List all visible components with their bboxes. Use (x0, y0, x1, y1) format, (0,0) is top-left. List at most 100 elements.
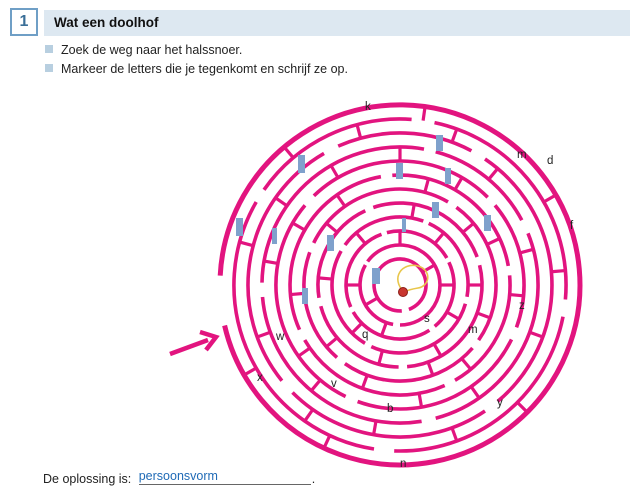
arrow-head (199, 329, 220, 352)
maze-letter: b (387, 403, 393, 415)
maze-radial-wall (426, 361, 435, 376)
maze-radial-wall (329, 164, 340, 179)
maze-letter: f (570, 220, 574, 232)
maze-letter: y (497, 397, 503, 409)
maze-radial-wall (360, 374, 369, 389)
maze-letter: q (362, 329, 368, 341)
maze-letter: z (519, 300, 525, 312)
maze-radial-wall (450, 427, 459, 442)
maze-radial-wall (542, 193, 557, 204)
answer-label: De oplossing is: (43, 472, 132, 486)
answer-value: persoonsvorm (138, 469, 218, 483)
maze-ring-wall (394, 316, 565, 453)
dead-end-marker (396, 163, 403, 179)
maze-ring-wall (260, 296, 422, 425)
maze-radial-wall (432, 343, 443, 357)
maze-radial-wall (325, 336, 339, 348)
exercise-header: 1 Wat een doolhof (10, 8, 630, 38)
maze-radial-wall (291, 221, 306, 232)
necklace-icon (397, 264, 429, 297)
maze-radial-wall (364, 296, 379, 307)
maze-ring-wall (434, 120, 568, 300)
maze-ring-wall (291, 391, 487, 439)
maze-radial-wall (243, 366, 258, 377)
maze-ring-wall (435, 149, 524, 222)
maze-ring-wall (358, 264, 394, 327)
maze-ring-wall (232, 201, 375, 451)
maze-radial-wall (453, 176, 464, 191)
maze-radial-wall (372, 420, 378, 435)
maze-ring-wall (392, 173, 511, 267)
maze-ring-wall (435, 232, 540, 421)
maze-ring-wall (343, 215, 424, 247)
maze-ring-wall (372, 257, 428, 313)
arrow-shaft (169, 337, 209, 357)
maze-radial-wall (421, 263, 436, 274)
maze-radial-wall (410, 203, 416, 219)
maze-letter: w (275, 331, 285, 343)
maze-radial-wall (486, 237, 501, 246)
answer-end: . (311, 472, 316, 486)
maze-radial-wall (445, 310, 460, 321)
answer-field[interactable]: persoonsvorm (138, 469, 311, 485)
maze-radial-wall (476, 311, 491, 320)
maze-radial-wall (529, 330, 544, 339)
maze-radial-wall (380, 322, 388, 337)
maze-radial-wall (318, 276, 333, 281)
dead-end-marker (327, 235, 334, 251)
necklace-pendant (398, 287, 408, 297)
maze-ring-wall (262, 117, 412, 191)
maze-ring-wall (386, 229, 449, 259)
maze-ring-wall (319, 305, 399, 369)
dead-end-marker (298, 155, 305, 173)
maze-letter: v (331, 378, 337, 390)
maze-ring-wall (433, 261, 456, 328)
dead-end-marker (436, 135, 443, 151)
dead-end-marker (236, 218, 243, 236)
maze-radial-wall (516, 401, 529, 414)
maze-letter: x (257, 372, 263, 384)
maze-radial-wall (303, 408, 315, 422)
dead-end-marker (445, 168, 451, 184)
necklace-chain (397, 264, 429, 293)
dead-end-marker (302, 288, 308, 304)
dead-end-marker (432, 202, 439, 218)
dead-end-marker (272, 228, 277, 244)
maze-radial-wall (283, 146, 295, 159)
instruction-item: Zoek de weg naar het halssnoer. (45, 43, 242, 57)
maze-letter: d (547, 155, 553, 167)
maze-letter: n (400, 458, 406, 470)
maze-ring-wall (483, 157, 554, 403)
maze-letter: s (424, 313, 430, 325)
maze-radial-wall (469, 385, 481, 399)
maze-radial-wall (423, 178, 431, 193)
maze-ring-wall (312, 159, 489, 199)
bullet-square-icon (45, 45, 53, 53)
dead-end-marker (402, 218, 406, 232)
dead-end-marker (372, 268, 380, 284)
bullet-square-icon (45, 64, 53, 72)
maze-radial-wall (297, 346, 311, 358)
maze-radial-wall (487, 167, 499, 181)
maze-walls (217, 102, 583, 468)
dead-end-marker (484, 215, 491, 231)
maze-ring-wall (455, 205, 498, 342)
exercise-number: 1 (10, 8, 38, 36)
maze-ring-wall (217, 102, 583, 468)
maze-radial-wall (335, 193, 347, 208)
entrance-arrow-icon (169, 329, 220, 357)
title-bar: Wat een doolhof (44, 10, 630, 36)
maze-radial-wall (421, 106, 427, 121)
maze-ring-wall (337, 131, 473, 153)
maze-letter: m (517, 149, 527, 161)
maze-ring-wall (427, 221, 470, 298)
maze-letter: k (365, 101, 371, 113)
maze-ring-wall (246, 151, 325, 382)
maze-ring-wall (344, 232, 383, 308)
instruction-item: Markeer de letters die je tegenkomt en s… (45, 62, 348, 76)
maze-radial-wall (322, 434, 332, 449)
maze-ring-wall (260, 145, 425, 283)
maze-ring-wall (366, 243, 442, 327)
maze-ring-wall (356, 338, 514, 411)
